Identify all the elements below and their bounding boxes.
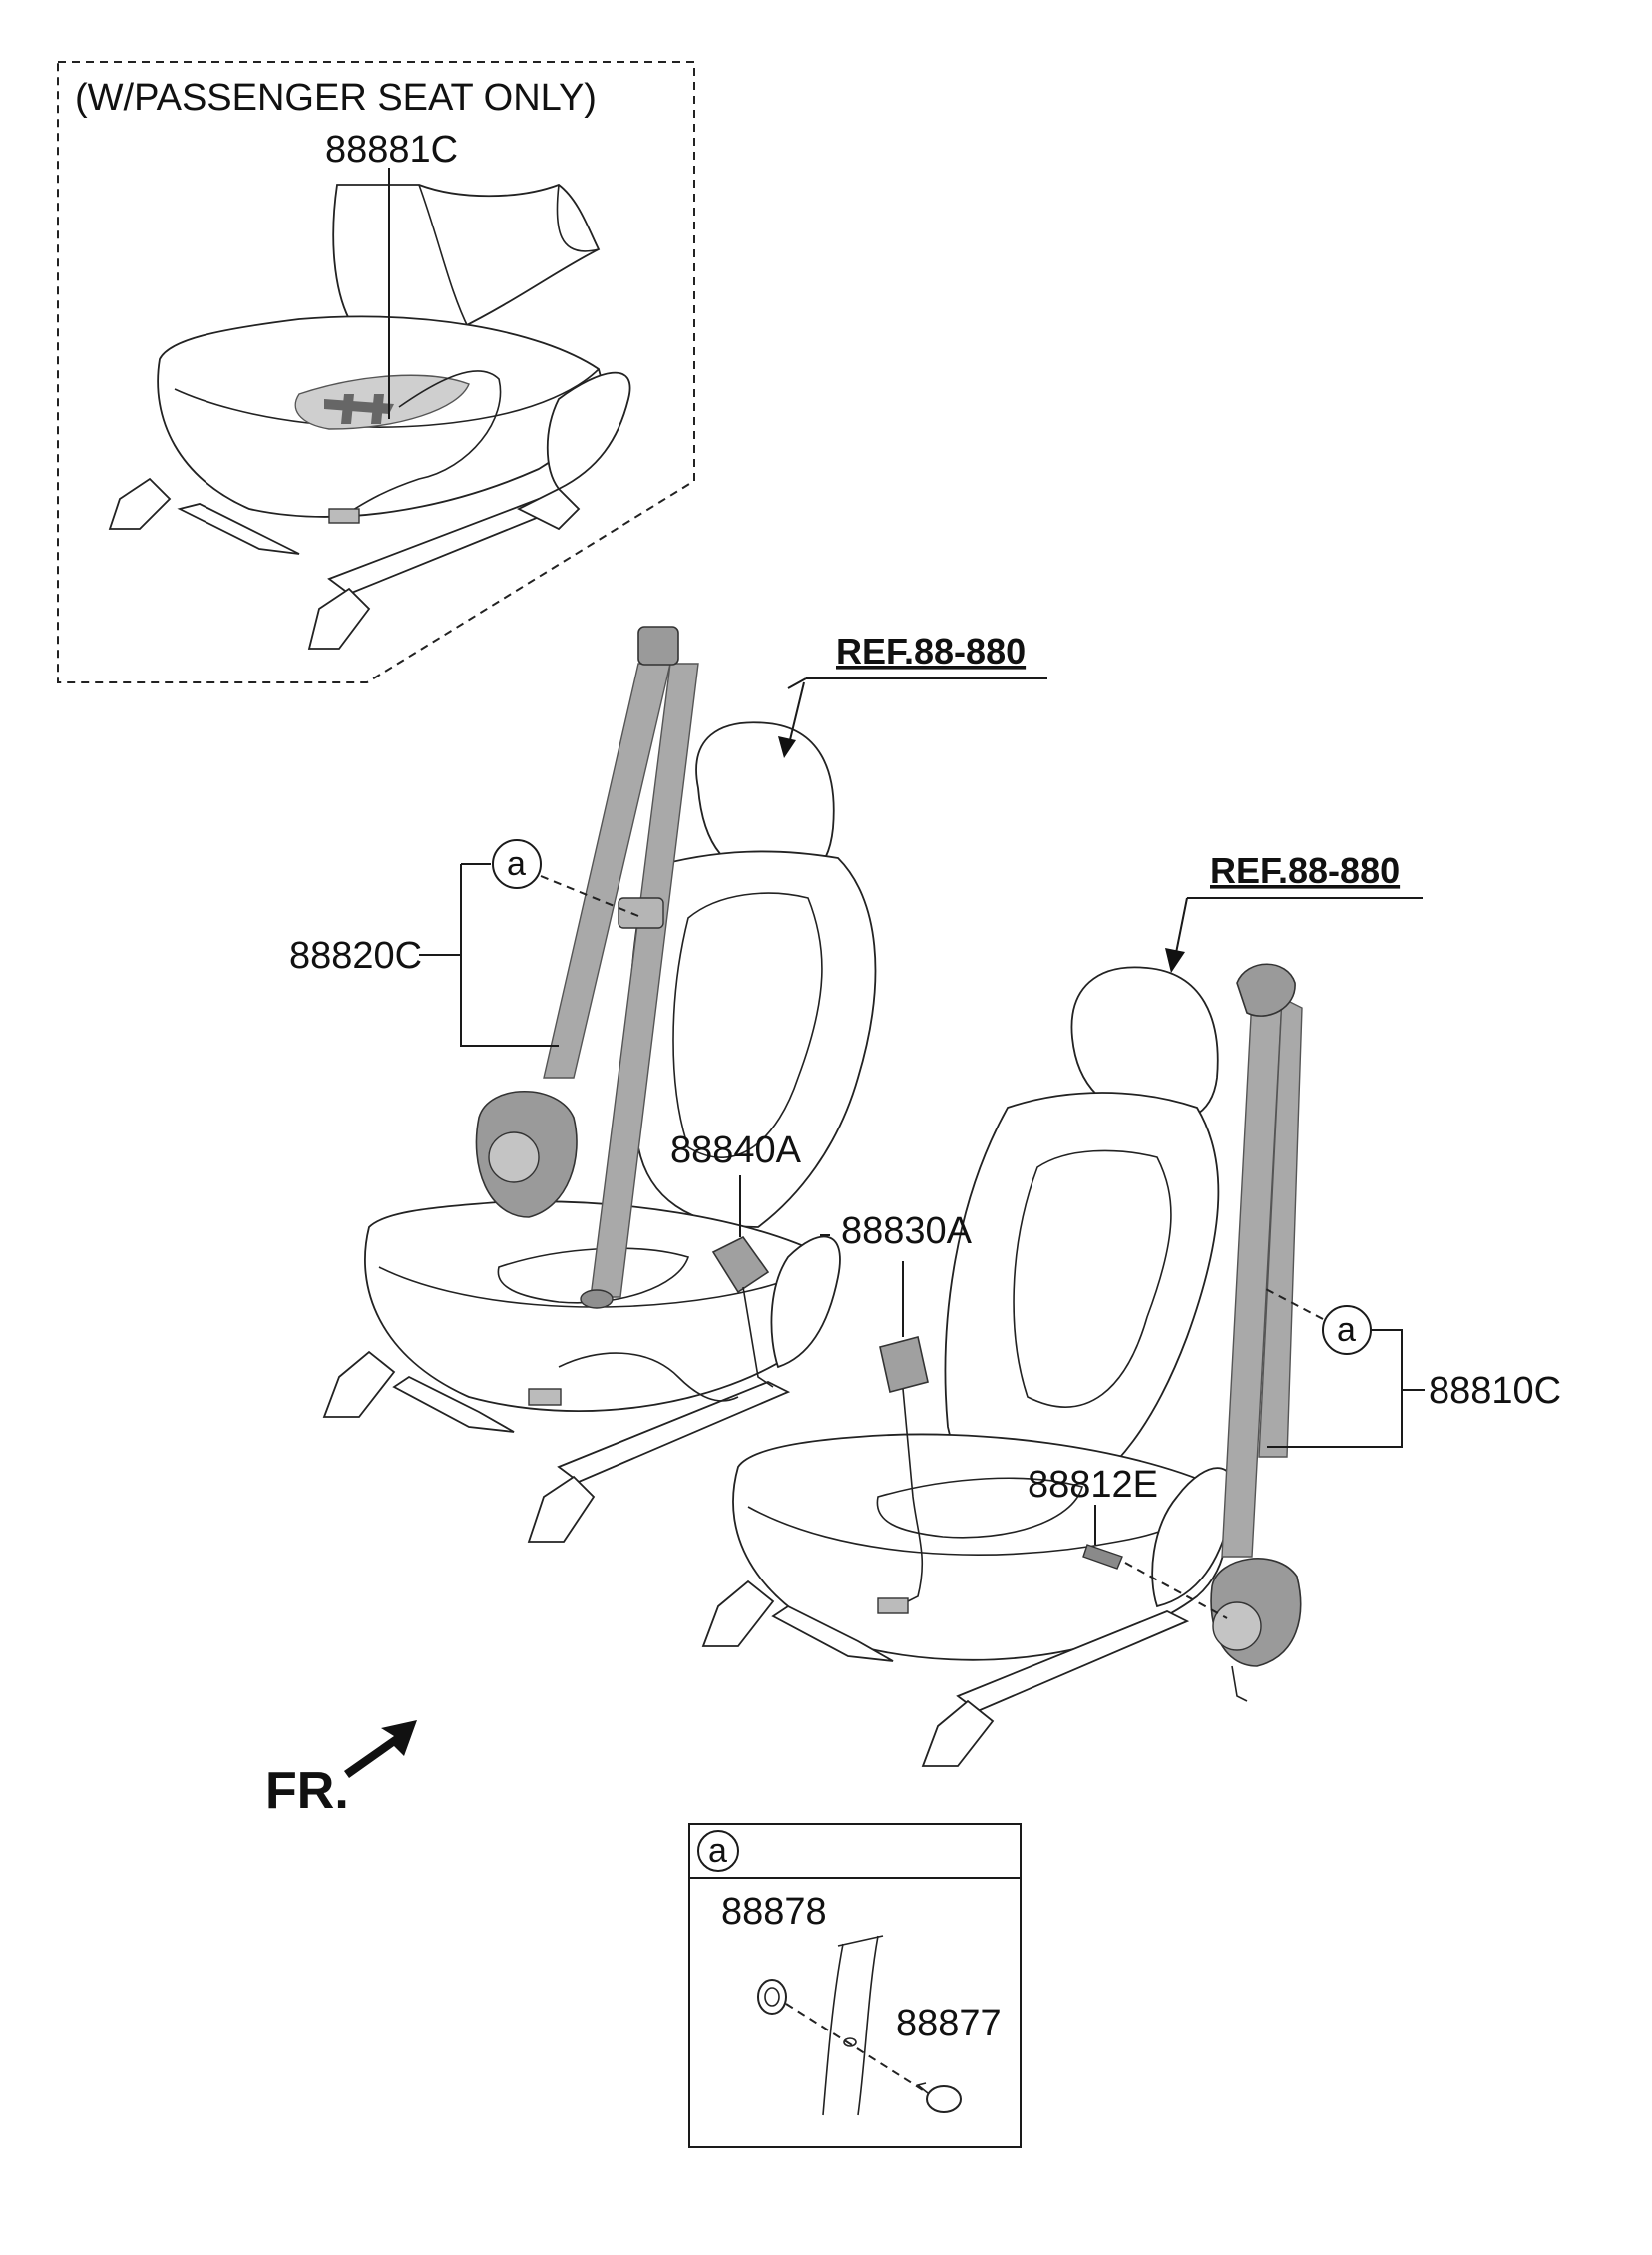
ref-left-arrowhead (778, 736, 796, 758)
label-88830A: 88830A (841, 1210, 973, 1252)
left-rail-front (392, 1375, 515, 1433)
inset-rail-left (177, 503, 300, 555)
left-lower-anchor (580, 1289, 614, 1309)
right-retractor-spool (1212, 1601, 1262, 1651)
callout-a-right-dash (1261, 1286, 1324, 1320)
bracket-88820C (460, 864, 559, 1047)
detail-callout-a-letter: a (708, 1832, 727, 1870)
label-88840A: 88840A (670, 1129, 802, 1171)
left-belt-guide (618, 897, 664, 929)
left-harness (558, 1352, 739, 1402)
front-arrow-icon (344, 1720, 417, 1778)
left-buckle-strap (742, 1286, 774, 1388)
ref-right-leader (1174, 897, 1188, 959)
anchor-bolt-dash (1124, 1562, 1228, 1619)
right-buckle-connector (877, 1597, 909, 1614)
left-cushion-insert (497, 1247, 690, 1304)
front-label: FR. (265, 1762, 349, 1820)
callout-a-left-dash (540, 875, 639, 917)
pillar-hole (843, 2037, 857, 2047)
right-buckle (879, 1336, 929, 1393)
inset-rail-foot-left (108, 477, 172, 530)
inset-connector (328, 508, 360, 524)
inset-back-seam (418, 184, 470, 330)
left-upper-anchor (637, 626, 679, 666)
callout-a-left (492, 839, 542, 889)
grommet-88877-stem (916, 2082, 929, 2094)
inset-seat-back (332, 183, 601, 330)
right-upper-anchor (1236, 963, 1296, 1017)
ref-right: REF.88-880 (1210, 850, 1400, 891)
left-rail-foot-front (322, 1350, 396, 1418)
pillar-edge-left (822, 1943, 844, 2116)
right-buckle-strap (897, 1388, 924, 1607)
right-seat-assembly: 88812E 88830A a 88810C REF.88-880 (701, 850, 1561, 1767)
inset-cushion-seam (174, 368, 600, 428)
detail-box-a: a 88878 88877 (688, 1823, 1022, 2148)
detail-box-border (688, 1823, 1022, 2148)
inset-side-panel (546, 371, 631, 491)
left-rail-rear (557, 1381, 791, 1484)
ref-left: REF.88-880 (836, 631, 1026, 672)
front-marker: FR. (265, 1720, 417, 1820)
inset-border (57, 61, 695, 683)
cap-88878 (757, 1979, 787, 2015)
inset-rail-foot-rear (516, 487, 581, 531)
pillar-edge-right (857, 1935, 879, 2116)
pillar-top (837, 1935, 884, 1947)
detail-callout-a (697, 1830, 739, 1872)
right-retractor-mount (1231, 1665, 1248, 1702)
label-88810C: 88810C (1429, 1370, 1561, 1412)
left-back-panel (672, 892, 823, 1158)
right-side-panel (1151, 1467, 1235, 1608)
right-seat-back (944, 1092, 1220, 1508)
callout-a-left-letter: a (507, 845, 526, 883)
left-seat-assembly: a 88820C 88840A REF.88-880 (289, 626, 1047, 1543)
left-harness-connector (528, 1388, 562, 1406)
ref-right-arrowhead (1165, 948, 1185, 973)
ref-left-kink (787, 677, 807, 689)
grommet-88877 (926, 2085, 962, 2113)
right-rail-front (771, 1604, 894, 1662)
inset-heading: (W/PASSENGER SEAT ONLY) (75, 77, 597, 119)
label-88881C: 88881C (325, 129, 458, 171)
left-belt-lap-webbing (590, 663, 699, 1298)
label-88877: 88877 (896, 2003, 1002, 2044)
cap-88878-inner (764, 1987, 780, 2007)
left-buckle (711, 1235, 770, 1294)
label-88820C: 88820C (289, 935, 422, 977)
inset-panel: (W/PASSENGER SEAT ONLY) 88881C (57, 61, 695, 683)
label-88812E: 88812E (1028, 1464, 1158, 1506)
left-retractor-spool (488, 1131, 540, 1183)
bracket-88810C (1267, 1329, 1403, 1448)
right-rail-foot-front (701, 1579, 775, 1647)
right-cushion-insert (876, 1477, 1083, 1539)
right-rail-foot-rear (921, 1699, 995, 1767)
anchor-bolt (1082, 1544, 1123, 1570)
right-belt-lap-webbing (1258, 996, 1303, 1458)
inset-rail-foot-right (307, 587, 371, 650)
label-88878: 88878 (721, 1891, 827, 1933)
callout-a-right-letter: a (1337, 1311, 1356, 1349)
occupant-sensor-pattern (324, 394, 394, 424)
ref-left-leader (787, 681, 805, 749)
inset-back-side (556, 184, 600, 252)
right-back-panel (1013, 1149, 1172, 1408)
inset-sensor-harness (338, 370, 502, 520)
left-rail-foot-rear (527, 1475, 596, 1543)
left-side-panel (770, 1235, 841, 1369)
